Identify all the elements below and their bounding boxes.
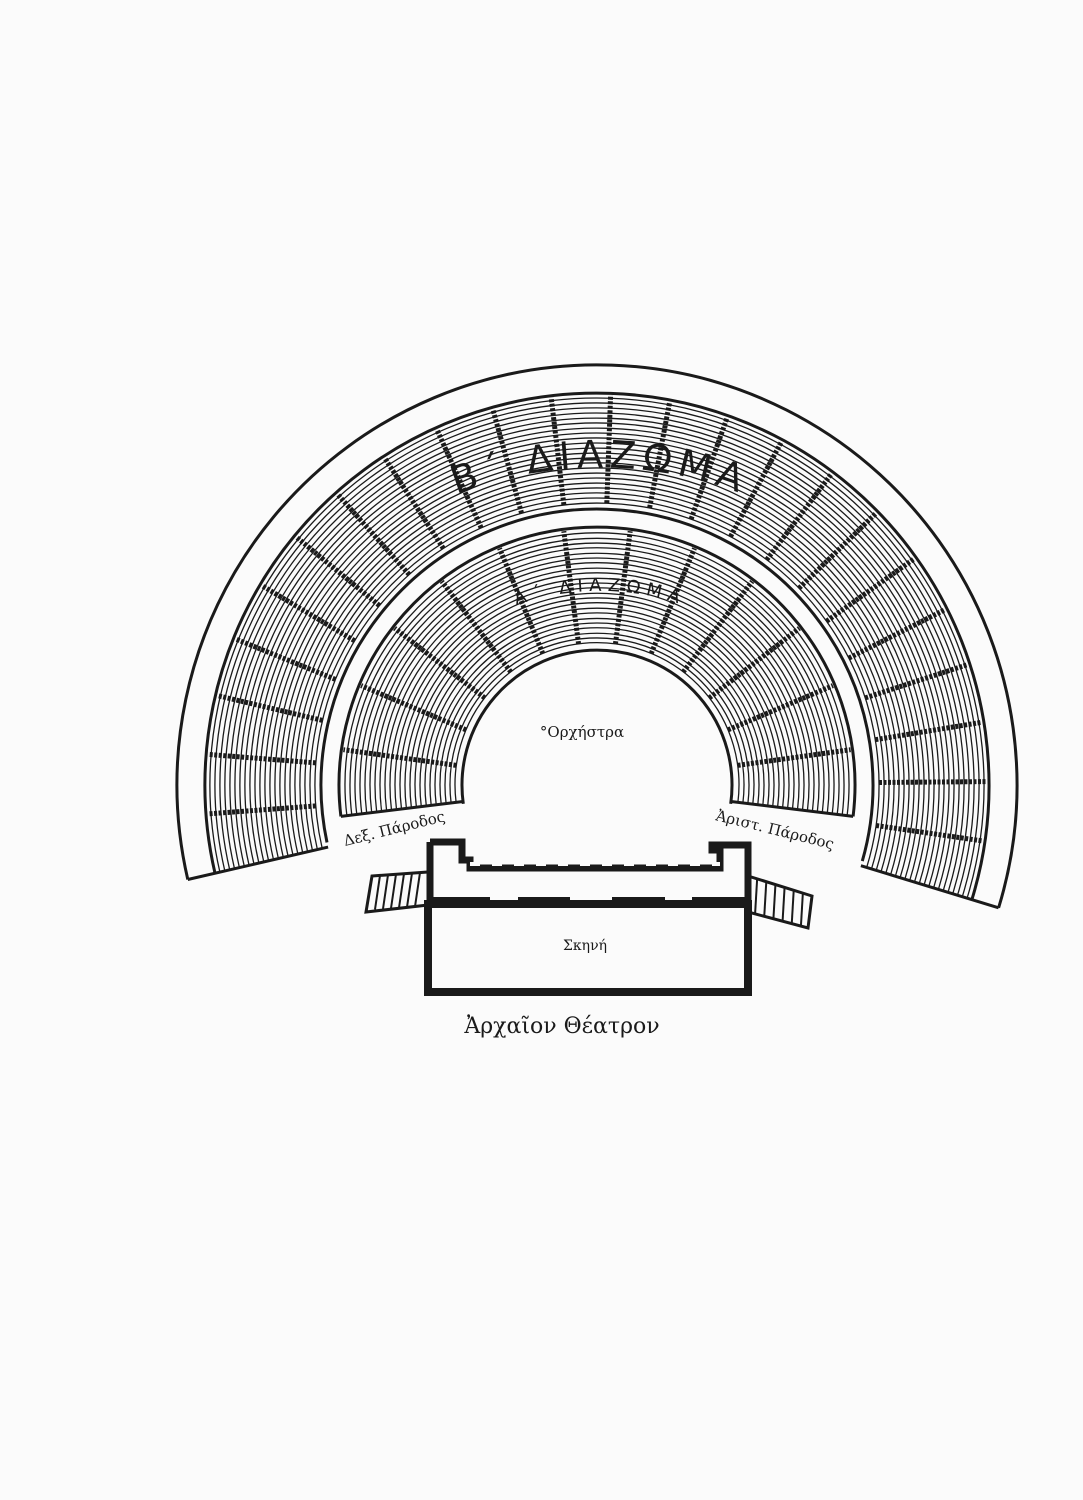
aisle-stair: [548, 397, 567, 506]
aisle-stair: [490, 408, 525, 514]
aisle-stair: [612, 530, 633, 645]
ramp-step: [763, 881, 768, 916]
ramp-step: [790, 890, 795, 925]
seat-row: [364, 552, 830, 814]
cavea-end-wall: [730, 800, 854, 818]
ramp-step: [374, 875, 381, 910]
seat-row: [314, 502, 880, 868]
seat-row: [239, 427, 955, 890]
aisle-stair: [878, 779, 988, 785]
skene-label: Σκηνή: [563, 938, 607, 954]
seat-row: [444, 632, 750, 804]
aisle-stair: [207, 803, 316, 817]
seat-row: [279, 467, 915, 878]
diazoma-b-inner-wall: [203, 391, 991, 901]
orchestra-label: °Ορχήστρα: [540, 723, 624, 741]
ramp-step: [781, 887, 786, 922]
seat-row: [264, 452, 930, 883]
seat-row: [369, 557, 825, 813]
seat-row: [259, 447, 935, 884]
aisle-stair: [497, 547, 546, 655]
proskenion-wall: [430, 838, 752, 905]
skene-wall: [424, 900, 752, 996]
aisle-stair: [561, 530, 582, 645]
orchestra-edge: [460, 648, 734, 805]
diazoma-a-inner-wall: [337, 525, 857, 817]
ramp-step: [406, 872, 413, 908]
cavea: [175, 363, 1019, 910]
aisle-stair: [343, 747, 457, 768]
aisle-stair: [604, 395, 614, 504]
aisle-stair: [688, 416, 730, 521]
aisle-stair: [434, 428, 484, 529]
seat-row: [274, 462, 920, 880]
skene-building: [364, 838, 814, 996]
seat-row: [224, 412, 970, 894]
ramp-step: [799, 893, 804, 928]
aisle-stair: [707, 626, 801, 700]
seat-row: [439, 627, 755, 805]
seat-row: [249, 437, 945, 887]
seat-row: [399, 587, 795, 810]
seat-row: [284, 472, 910, 877]
cavea-end-wall: [187, 845, 329, 881]
aisle-stair: [382, 456, 446, 550]
aisle-stair: [764, 471, 834, 562]
aisle-stair: [726, 683, 834, 733]
seat-row: [229, 417, 965, 893]
ramp-step: [414, 872, 421, 907]
aisle-stair: [847, 607, 947, 661]
diazoma-b-label: Β΄ ΔΙΑΖΩΜΑ: [445, 432, 756, 503]
seat-row: [449, 637, 745, 803]
seat-row: [429, 617, 765, 806]
caption: Ἀρχαῖον Θέατρον: [463, 1014, 659, 1039]
ramp-step: [390, 874, 397, 909]
ramp-step: [398, 873, 405, 908]
aisle-stair: [681, 579, 755, 674]
cavea-end-wall: [340, 800, 464, 818]
aisle-stair: [208, 751, 317, 766]
seat-row: [374, 562, 820, 813]
aisle-stair: [335, 492, 412, 577]
aisle-stair: [439, 579, 513, 674]
left-ramp: [364, 870, 430, 914]
seat-row: [269, 457, 925, 881]
ramp-step: [772, 884, 777, 919]
aisle-stair: [393, 626, 487, 700]
seat-row: [414, 602, 780, 808]
seat-row: [234, 422, 960, 891]
seat-row: [409, 597, 785, 808]
seat-row: [419, 607, 775, 807]
aisle-stair: [874, 719, 983, 743]
aisle-stair: [648, 547, 697, 655]
right-ramp: [746, 873, 814, 930]
ramp-step: [382, 874, 389, 910]
diazoma-a-outer-wall: [319, 507, 875, 862]
aisle-stair: [875, 823, 984, 844]
aisle-stair: [360, 683, 468, 733]
cavea-end-wall: [860, 864, 1000, 910]
outer-wall: [175, 363, 1019, 909]
ramp-step: [754, 878, 759, 913]
aisle-stair: [737, 747, 851, 768]
